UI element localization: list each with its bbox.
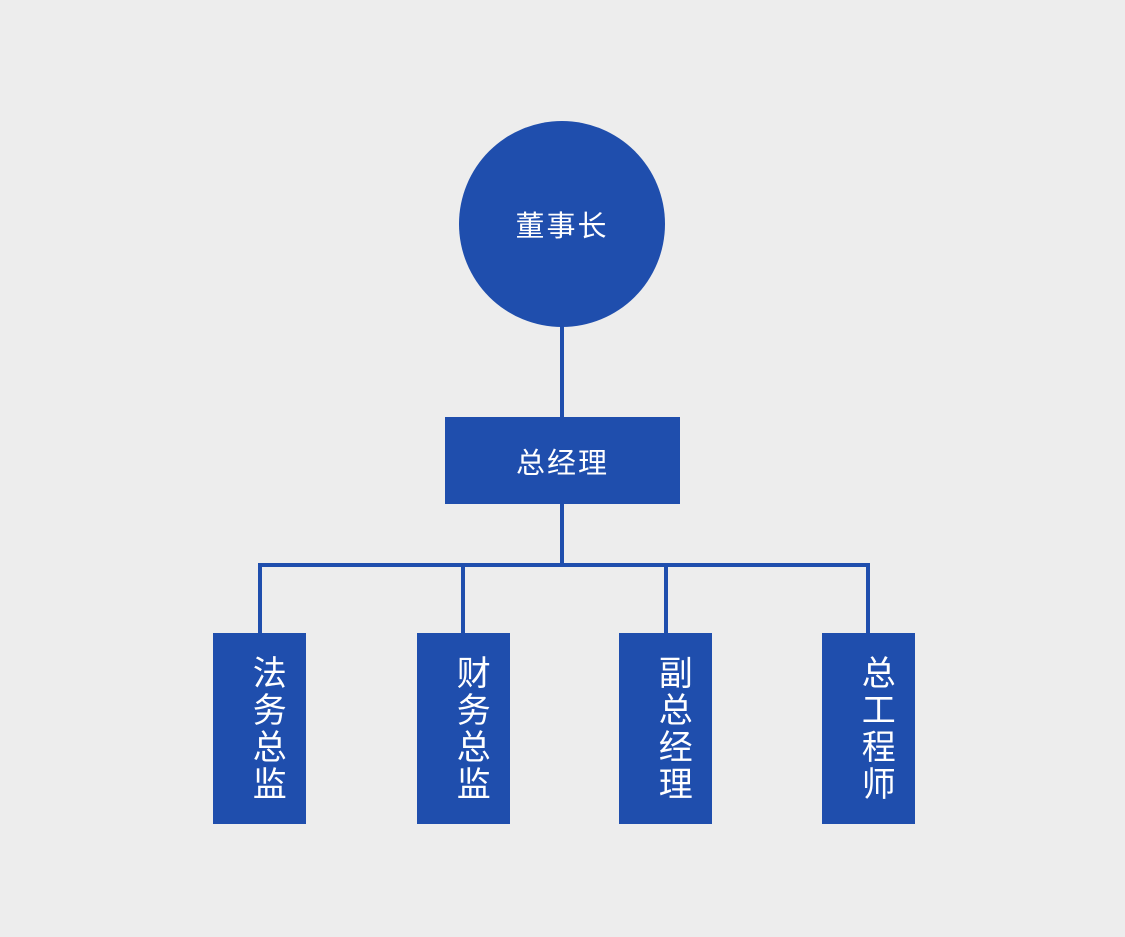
node-legal-director-label: 法务总监	[247, 654, 286, 803]
node-deputy-general-manager[interactable]: 副总经理	[619, 633, 712, 824]
node-general-manager[interactable]: 总经理	[445, 417, 680, 504]
node-chairman[interactable]: 董事长	[459, 121, 665, 327]
connector-chairman-to-general-manager	[560, 310, 564, 420]
node-legal-director[interactable]: 法务总监	[213, 633, 306, 824]
node-deputy-general-manager-label: 副总经理	[653, 654, 692, 803]
connector-bus-to-legal-director	[258, 563, 262, 635]
connector-bus-to-deputy-general-manager	[664, 563, 668, 635]
connector-general-manager-to-bus	[560, 502, 564, 566]
node-chairman-label: 董事长	[515, 211, 609, 243]
node-general-manager-label: 总经理	[515, 447, 609, 480]
node-finance-director-label: 财务总监	[451, 654, 490, 803]
node-chief-engineer-label: 总工程师	[856, 654, 895, 803]
node-chief-engineer[interactable]: 总工程师	[822, 633, 915, 824]
connector-horizontal-bus	[258, 563, 870, 567]
node-finance-director[interactable]: 财务总监	[417, 633, 510, 824]
connector-bus-to-finance-director	[461, 563, 465, 635]
connector-bus-to-chief-engineer	[866, 563, 870, 635]
